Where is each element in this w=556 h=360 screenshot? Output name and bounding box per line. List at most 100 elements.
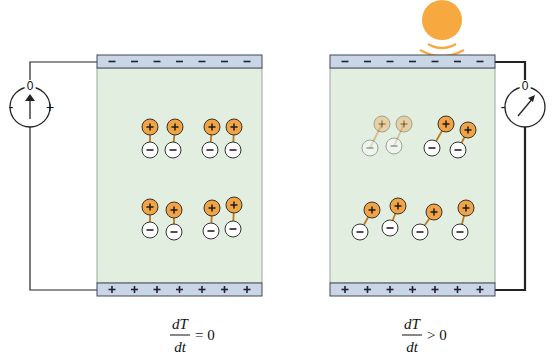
charge-sign bbox=[149, 124, 151, 131]
sun-ray bbox=[428, 44, 456, 48]
charge-sign bbox=[429, 147, 436, 149]
dipole bbox=[225, 119, 242, 158]
dipole bbox=[225, 197, 242, 237]
dipole bbox=[202, 119, 220, 158]
charge-sign bbox=[171, 231, 178, 233]
charge-sign bbox=[211, 124, 213, 131]
meter-symbol bbox=[505, 87, 545, 127]
meter-symbol bbox=[10, 87, 50, 127]
polarity-sign: - bbox=[9, 100, 14, 114]
charge-sign bbox=[357, 231, 364, 233]
charge-sign bbox=[381, 121, 383, 128]
sun bbox=[422, 0, 462, 40]
charge-sign bbox=[457, 286, 459, 293]
meter-needle bbox=[518, 98, 533, 116]
charge-sign bbox=[457, 231, 464, 233]
charge-sign bbox=[199, 61, 206, 63]
charge-sign bbox=[156, 286, 158, 293]
charge-sign bbox=[387, 61, 394, 63]
charge-sign bbox=[173, 207, 175, 214]
charge-sign bbox=[434, 286, 436, 293]
meter-needle bbox=[25, 94, 35, 101]
charge-sign bbox=[364, 61, 371, 63]
fraction-bar bbox=[170, 335, 190, 336]
charge-sign bbox=[433, 209, 435, 216]
charge-sign bbox=[445, 121, 447, 128]
charge-sign bbox=[454, 61, 461, 63]
charge-sign bbox=[170, 149, 177, 151]
electrode bbox=[97, 283, 262, 296]
charge-sign bbox=[371, 207, 373, 214]
charge-sign bbox=[208, 230, 215, 232]
dielectric bbox=[97, 68, 262, 283]
dipole bbox=[166, 202, 182, 240]
charge-sign bbox=[391, 145, 398, 147]
dipole bbox=[412, 204, 442, 240]
dipole bbox=[142, 119, 158, 158]
wire bbox=[30, 127, 97, 290]
wire bbox=[30, 62, 97, 87]
wire bbox=[495, 127, 525, 290]
electrode bbox=[97, 55, 262, 68]
charge-sign bbox=[432, 61, 439, 63]
dipole bbox=[452, 200, 474, 240]
charge-sign bbox=[477, 61, 484, 63]
dipole bbox=[203, 200, 220, 239]
charge-sign bbox=[412, 286, 414, 293]
fraction-bar bbox=[402, 335, 422, 336]
meter-reading: 0 bbox=[25, 80, 36, 92]
charge-sign bbox=[224, 286, 226, 293]
charge-sign bbox=[230, 228, 237, 230]
meter-needle bbox=[528, 95, 535, 102]
charge-sign bbox=[134, 286, 136, 293]
charge-sign bbox=[367, 286, 369, 293]
charge-sign bbox=[233, 124, 235, 131]
charge-sign bbox=[342, 61, 349, 63]
meter-reading: 0 bbox=[520, 80, 531, 92]
equation-text: dT bbox=[404, 317, 420, 332]
charge-sign bbox=[465, 205, 467, 212]
charge-sign bbox=[147, 149, 154, 151]
charge-sign bbox=[154, 61, 161, 63]
charge-sign bbox=[147, 229, 154, 231]
polarity-sign: + bbox=[46, 100, 54, 114]
charge-sign bbox=[403, 121, 405, 128]
dipole bbox=[352, 202, 380, 240]
charge-sign bbox=[207, 149, 214, 151]
polarity-sign: - bbox=[501, 100, 506, 114]
charge-sign bbox=[246, 286, 248, 293]
equation-text: > 0 bbox=[427, 328, 447, 343]
electrode bbox=[330, 55, 495, 68]
charge-sign bbox=[409, 61, 416, 63]
charge-sign bbox=[387, 227, 394, 229]
charge-sign bbox=[397, 203, 399, 210]
charge-sign bbox=[201, 286, 203, 293]
charge-sign bbox=[455, 149, 462, 151]
dielectric bbox=[330, 68, 495, 283]
charge-sign bbox=[389, 286, 391, 293]
charge-sign bbox=[221, 61, 228, 63]
charge-sign bbox=[109, 61, 116, 63]
charge-sign bbox=[479, 286, 481, 293]
charge-sign bbox=[131, 61, 138, 63]
charge-sign bbox=[174, 124, 176, 131]
equation-text: dt bbox=[406, 340, 418, 355]
charge-sign bbox=[367, 147, 374, 149]
charge-sign bbox=[233, 202, 235, 209]
charge-sign bbox=[344, 286, 346, 293]
electrode bbox=[330, 283, 495, 296]
charge-sign bbox=[179, 286, 181, 293]
equation-text: = 0 bbox=[195, 328, 215, 343]
dipole bbox=[450, 122, 476, 158]
charge-sign bbox=[149, 204, 151, 211]
dipole bbox=[386, 116, 412, 154]
charge-sign bbox=[230, 149, 237, 151]
charge-sign bbox=[467, 127, 469, 134]
charge-sign bbox=[211, 205, 213, 212]
charge-sign bbox=[244, 61, 251, 63]
equation-text: dt bbox=[174, 340, 186, 355]
dipole bbox=[142, 199, 158, 238]
dipole bbox=[382, 198, 406, 236]
